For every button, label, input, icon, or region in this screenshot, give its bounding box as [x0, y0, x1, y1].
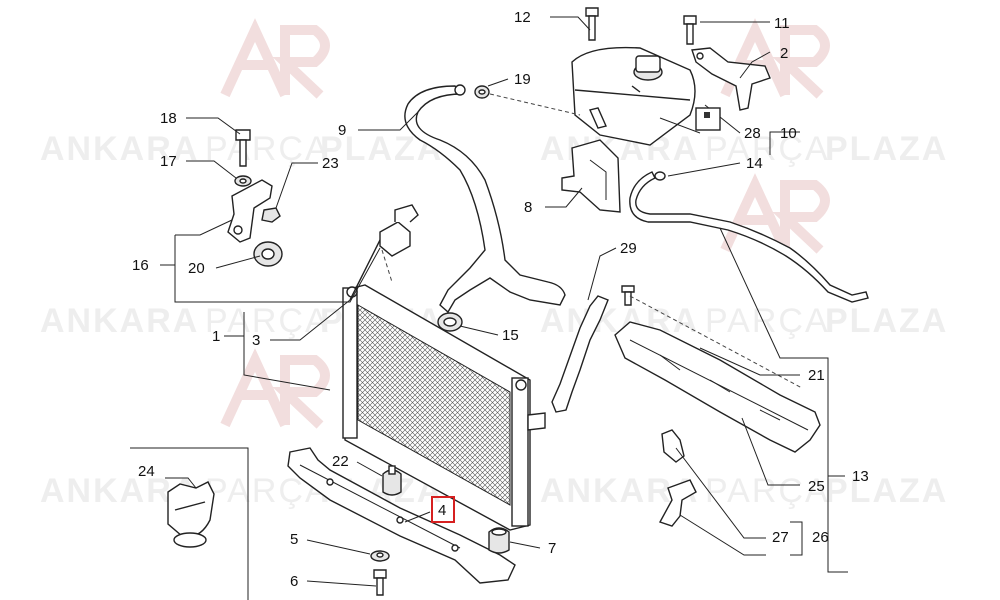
watermark-word: ANKARA [40, 302, 199, 340]
rubber-mount-part[interactable] [488, 527, 510, 554]
callout-6[interactable]: 6 [290, 573, 298, 590]
watermark-word: PARÇA [205, 302, 330, 340]
tank-support-part[interactable] [561, 139, 621, 213]
callout-12[interactable]: 12 [514, 9, 531, 26]
callout-2[interactable]: 2 [780, 45, 788, 62]
callout-14[interactable]: 14 [746, 155, 763, 172]
rubber-mount-part[interactable] [382, 465, 402, 496]
bolt-part[interactable] [585, 7, 599, 41]
radiator-neck-part[interactable] [379, 204, 419, 257]
callout-4-highlight-box [431, 496, 455, 523]
callout-28[interactable]: 28 [744, 125, 761, 142]
callout-labels: 1 2 3 4 5 6 7 8 9 10 11 12 13 14 15 16 1… [132, 9, 869, 590]
watermark-word: PLAZA [825, 130, 948, 168]
radiator-part[interactable] [342, 239, 546, 531]
callout-19[interactable]: 19 [514, 71, 531, 88]
air-deflector-part[interactable] [614, 321, 821, 453]
small-bracket-part[interactable] [661, 429, 685, 463]
washer-part[interactable] [370, 550, 390, 562]
clip-part[interactable] [167, 481, 215, 548]
bolt-part[interactable] [683, 15, 697, 45]
callout-16[interactable]: 16 [132, 257, 149, 274]
bolt-part[interactable] [373, 569, 387, 596]
hose-clamp-part[interactable] [474, 85, 490, 99]
watermark-word: PARÇA [205, 130, 330, 168]
bolt-part[interactable] [621, 285, 635, 306]
callout-26[interactable]: 26 [812, 529, 829, 546]
callout-5[interactable]: 5 [290, 531, 298, 548]
watermark-word: PARÇA [705, 302, 830, 340]
lower-hose-part[interactable] [551, 295, 609, 413]
callout-17[interactable]: 17 [160, 153, 177, 170]
callout-27[interactable]: 27 [772, 529, 789, 546]
mount-bracket-part[interactable] [227, 179, 273, 243]
expansion-tank-part[interactable] [571, 46, 696, 146]
callout-18[interactable]: 18 [160, 110, 177, 127]
callout-11[interactable]: 11 [774, 15, 790, 32]
overflow-pipe-part[interactable] [629, 171, 869, 303]
callout-20[interactable]: 20 [188, 260, 205, 277]
phantom-line [381, 249, 393, 283]
lower-crossmember-part[interactable] [287, 447, 516, 584]
watermark-word: PARÇA [705, 130, 830, 168]
washer-part[interactable] [234, 175, 252, 187]
grommet-part[interactable] [253, 241, 283, 267]
callout-9[interactable]: 9 [338, 122, 346, 139]
callout-24[interactable]: 24 [138, 463, 155, 480]
callout-10[interactable]: 10 [780, 125, 797, 142]
callout-25[interactable]: 25 [808, 478, 825, 495]
hose-clamp-part[interactable] [437, 312, 463, 332]
callout-13[interactable]: 13 [852, 468, 869, 485]
phantom-line [629, 295, 803, 389]
callout-8[interactable]: 8 [524, 199, 532, 216]
label-plaque-part[interactable] [695, 107, 721, 131]
callout-7[interactable]: 7 [548, 540, 556, 557]
callout-29[interactable]: 29 [620, 240, 637, 257]
callout-3[interactable]: 3 [252, 332, 260, 349]
tank-bracket-part[interactable] [691, 47, 771, 111]
callout-15[interactable]: 15 [502, 327, 519, 344]
watermark-word: PLAZA [825, 472, 948, 510]
callout-1[interactable]: 1 [212, 328, 220, 345]
upper-hose-part[interactable] [404, 84, 566, 314]
watermark-word: PLAZA [825, 302, 948, 340]
leader-lines [130, 16, 848, 600]
watermark-word: ANKARA [40, 130, 199, 168]
bolt-part[interactable] [235, 129, 251, 167]
nut-part[interactable] [261, 207, 281, 223]
phantom-line [489, 93, 581, 116]
watermark-word: PARÇA [705, 472, 830, 510]
callout-21[interactable]: 21 [808, 367, 825, 384]
callout-23[interactable]: 23 [322, 155, 339, 172]
small-bracket-part[interactable] [658, 479, 697, 527]
callout-22[interactable]: 22 [332, 453, 349, 470]
callout-4[interactable]: 4 [438, 502, 446, 519]
